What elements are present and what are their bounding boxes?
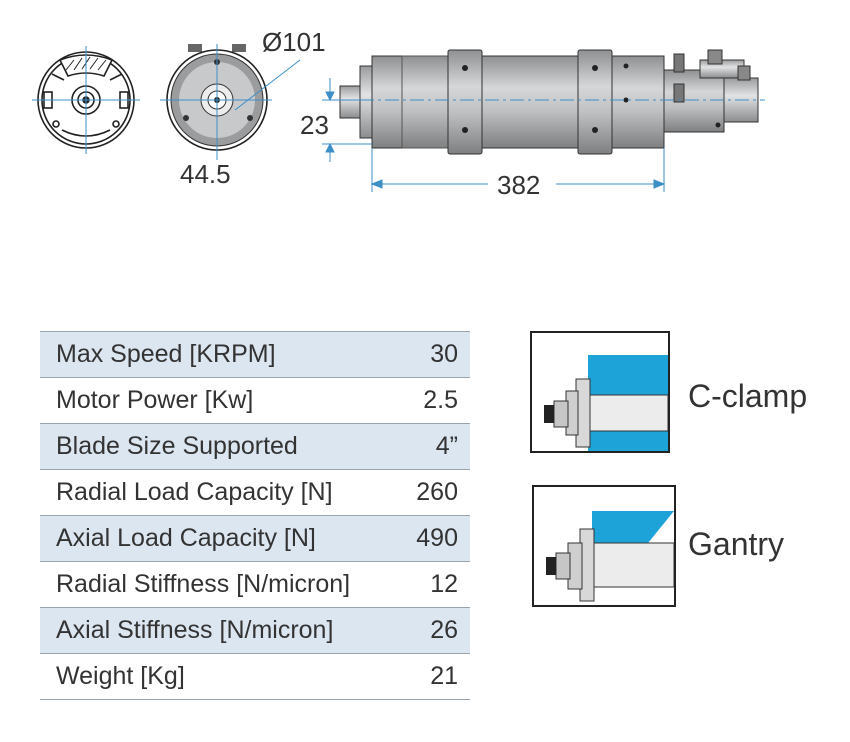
end-view-centerlines — [32, 44, 301, 160]
cclamp-label: C-clamp — [688, 378, 808, 414]
length-label: 382 — [497, 170, 541, 200]
spec-row-axial-stiffness: Axial Stiffness [N/micron] 26 — [40, 608, 470, 654]
spec-row-weight: Weight [Kg] 21 — [40, 654, 470, 700]
spec-value: 260 — [416, 478, 458, 506]
spec-value: 4” — [435, 432, 458, 460]
gantry-illustration — [546, 511, 674, 602]
diameter-label: Ø101 — [262, 27, 326, 57]
cclamp-mount-diagram — [530, 331, 670, 453]
spec-value: 26 — [430, 616, 458, 644]
spec-row-axial-load: Axial Load Capacity [N] 490 — [40, 516, 470, 562]
spindle-side-view — [339, 49, 759, 155]
spindle-technical-drawing — [32, 44, 765, 192]
spec-row-radial-stiffness: Radial Stiffness [N/micron] 12 — [40, 562, 470, 608]
spec-value: 2.5 — [423, 386, 458, 414]
spec-label: Axial Stiffness [N/micron] — [56, 616, 334, 644]
height-label: 23 — [300, 110, 329, 140]
spec-row-motor-power: Motor Power [Kw] 2.5 — [40, 378, 470, 424]
spec-label: Radial Stiffness [N/micron] — [56, 570, 351, 598]
gantry-mount-diagram — [532, 485, 676, 607]
spec-value: 490 — [416, 524, 458, 552]
spec-value: 21 — [430, 662, 458, 690]
spec-value: 30 — [430, 340, 458, 368]
spec-row-max-speed: Max Speed [KRPM] 30 — [40, 332, 470, 378]
spec-label: Axial Load Capacity [N] — [56, 524, 316, 552]
spec-label: Blade Size Supported — [56, 432, 298, 460]
spec-label: Weight [Kg] — [56, 662, 185, 690]
gantry-label: Gantry — [688, 526, 785, 562]
spec-row-radial-load: Radial Load Capacity [N] 260 — [40, 470, 470, 516]
spec-label: Motor Power [Kw] — [56, 386, 254, 414]
spec-row-blade-size: Blade Size Supported 4” — [40, 424, 470, 470]
spec-value: 12 — [430, 570, 458, 598]
cclamp-illustration — [544, 355, 668, 451]
spec-table: Max Speed [KRPM] 30 Motor Power [Kw] 2.5… — [40, 331, 470, 700]
width-label: 44.5 — [180, 159, 231, 189]
dimension-lines — [322, 78, 666, 192]
spec-label: Max Speed [KRPM] — [56, 340, 276, 368]
spec-label: Radial Load Capacity [N] — [56, 478, 333, 506]
